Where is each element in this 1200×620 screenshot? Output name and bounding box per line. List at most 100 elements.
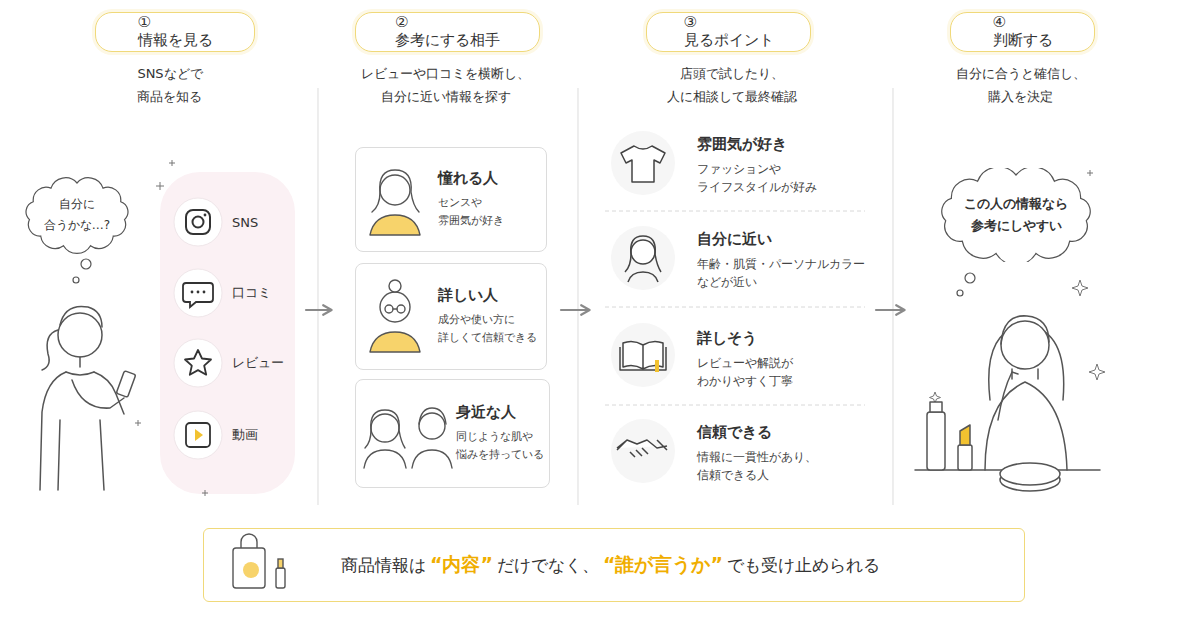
person-icon-part bbox=[371, 414, 399, 442]
summary-text: 商品情報は bbox=[341, 554, 426, 577]
point-icon-part-part bbox=[631, 240, 655, 264]
row-title: 詳しそう bbox=[697, 329, 793, 348]
step-heading-line: ① bbox=[138, 13, 213, 31]
card-body-line: 詳しくて信頼できる bbox=[438, 329, 537, 347]
person-icon-part bbox=[385, 305, 393, 313]
source-icon-part bbox=[195, 429, 203, 441]
point-icon-part-part bbox=[617, 440, 667, 457]
bubble-text-line: 合うかな…? bbox=[44, 215, 110, 236]
source-label: 動画 bbox=[232, 426, 258, 444]
step-heading-line: ③ bbox=[684, 13, 774, 31]
source-icon-part bbox=[203, 291, 206, 294]
woman-with-cosmetics-part bbox=[985, 369, 1067, 470]
shopping-bag-icon-part bbox=[276, 568, 285, 588]
row-title: 信頼できる bbox=[697, 423, 817, 442]
row-body: レビューや解説が わかりやすく丁寧 bbox=[697, 354, 793, 390]
source-icon-part bbox=[185, 350, 211, 375]
column-divider bbox=[318, 88, 893, 505]
source-icon-part bbox=[174, 339, 222, 387]
row-body-line: 情報に一貫性があり、 bbox=[697, 448, 817, 466]
row-separator-part bbox=[605, 307, 865, 308]
point-icon-part bbox=[611, 323, 675, 387]
step-heading-line: ② bbox=[395, 13, 500, 31]
step-description-text: SNSなどで 商品を知る bbox=[137, 62, 202, 108]
flow-arrow bbox=[876, 309, 904, 311]
row-node: 信頼できる情報に一貫性があり、 信頼できる人 bbox=[605, 408, 870, 498]
row-body-line: 年齢・肌質・パーソナルカラー bbox=[697, 255, 865, 273]
column-divider-part bbox=[317, 88, 318, 505]
woman-with-cosmetics-part bbox=[1001, 321, 1049, 369]
cloud-outline-path bbox=[942, 168, 1090, 262]
cloud-outline-path bbox=[26, 178, 128, 254]
bubble-text-line: この人の情報なら bbox=[964, 193, 1068, 215]
step-heading-line: 見るポイント bbox=[684, 31, 774, 50]
row-title: 自分に近い bbox=[697, 230, 865, 249]
person-icon-part bbox=[389, 280, 401, 292]
step-description-text-line: 自分に合うと確信し、 bbox=[956, 62, 1086, 85]
card-body: センスや 雰囲気が好き bbox=[438, 194, 504, 230]
bubble-text: この人の情報なら 参考にしやすい bbox=[964, 193, 1068, 237]
step-heading-line: 参考にする相手 bbox=[395, 31, 500, 50]
card-title: 身近な人 bbox=[456, 403, 544, 422]
bubble-tail-part bbox=[73, 277, 79, 283]
shopping-bag-icon bbox=[233, 534, 285, 588]
summary-text: だけでなく、 bbox=[497, 554, 599, 577]
person-with-phone-part bbox=[116, 371, 135, 398]
step-description-text: 店頭で試したり、 人に相談して最終確認 bbox=[667, 62, 797, 108]
pill-node: ① 情報を見る bbox=[95, 12, 255, 52]
bubble-tail-part bbox=[957, 290, 963, 296]
point-icon-part-part bbox=[655, 360, 659, 372]
step-description-text: レビューや口コミを横断し、 自分に近い情報を探す bbox=[361, 62, 530, 108]
bubble-tail-part bbox=[81, 259, 91, 269]
row-separator-part bbox=[605, 405, 865, 406]
card-node: 身近な人同じような肌や 悩みを持っている bbox=[355, 379, 550, 488]
step-description-text-line: 購入を決定 bbox=[956, 85, 1086, 108]
point-icon-part-part bbox=[621, 146, 665, 182]
col-node: 自分に合うと確信し、 購入を決定④ 判断するこの人の情報なら 参考にしやすい bbox=[905, 8, 1185, 498]
row-body-line: ファッションや bbox=[697, 160, 817, 178]
card-text-block: 憧れる人センスや 雰囲気が好き bbox=[438, 148, 504, 251]
sparkle-part bbox=[169, 160, 175, 166]
shopping-bag-icon-part bbox=[278, 559, 283, 568]
woman-with-cosmetics-part bbox=[930, 402, 942, 412]
point-icon-part bbox=[617, 146, 667, 457]
row-text-block: 信頼できる情報に一貫性があり、 信頼できる人 bbox=[697, 408, 817, 498]
step-heading: ① 情報を見る bbox=[138, 13, 213, 50]
step-heading: ② 参考にする相手 bbox=[395, 13, 500, 50]
card-title: 詳しい人 bbox=[438, 286, 537, 305]
bubble-text: 自分に 合うかな…? bbox=[44, 194, 110, 236]
shopping-bag-icon-part bbox=[243, 562, 259, 578]
banner-node: 商品情報は“内容”だけでなく、“誰が言うか”でも受け止められる bbox=[203, 528, 1025, 602]
cloud-outline bbox=[938, 168, 1094, 262]
col-node: レビューや口コミを横断し、 自分に近い情報を探す ② 参考にする相手憧れる人センス… bbox=[332, 8, 560, 498]
step-description-text-line: 店頭で試したり、 bbox=[667, 62, 797, 85]
step-heading-line: ④ bbox=[993, 13, 1053, 31]
item-node: 動画 bbox=[172, 409, 297, 461]
card-node: 憧れる人センスや 雰囲気が好き bbox=[355, 147, 547, 252]
row-separator-part bbox=[605, 211, 865, 212]
person-with-phone-part bbox=[66, 372, 94, 375]
bubble-node: この人の情報なら 参考にしやすい bbox=[938, 168, 1094, 262]
source-panel-part bbox=[160, 172, 295, 494]
point-icon-part bbox=[611, 131, 675, 195]
source-panel bbox=[160, 172, 295, 494]
woman-with-cosmetics-part bbox=[958, 445, 972, 470]
row-body-line: ライフスタイルが好み bbox=[697, 178, 817, 196]
sparkle-part bbox=[156, 182, 164, 190]
person-icon-part bbox=[370, 215, 420, 235]
step-description: 店頭で試したり、 人に相談して最終確認 bbox=[627, 62, 837, 108]
row-title: 雰囲気が好き bbox=[697, 135, 817, 154]
person-with-phone-part bbox=[40, 357, 124, 490]
woman-with-cosmetics-part bbox=[927, 412, 945, 470]
row-body-line: 信頼できる人 bbox=[697, 466, 817, 484]
step-description-text-line: レビューや口コミを横断し、 bbox=[361, 62, 530, 85]
item-node: レビュー bbox=[172, 337, 297, 389]
woman-with-cosmetics bbox=[915, 316, 1100, 491]
step-heading: ③ 見るポイント bbox=[684, 13, 774, 50]
person-icon-part bbox=[372, 170, 419, 212]
shopping-bag-icon-part bbox=[233, 548, 265, 588]
person-icon-part bbox=[380, 292, 410, 322]
bubble-text-line: 自分に bbox=[59, 194, 95, 215]
sparkle-part bbox=[1087, 170, 1093, 176]
